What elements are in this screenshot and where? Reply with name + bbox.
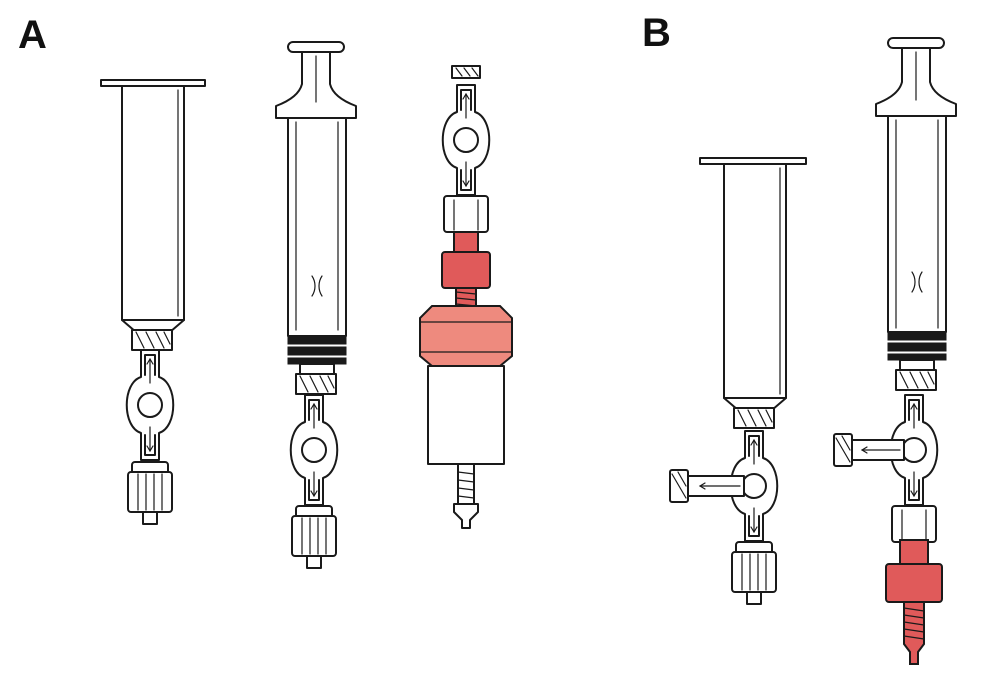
reservoir-barrel	[723, 163, 787, 399]
reservoir-column-b1	[669, 157, 807, 605]
luer-connector	[891, 505, 937, 543]
threaded-collar	[295, 373, 337, 395]
luer-lock-cap	[731, 541, 777, 605]
luer-connector	[443, 195, 489, 233]
threaded-collar	[131, 329, 173, 351]
reservoir-column-a1	[100, 79, 206, 525]
plunger-thumb-rest	[887, 37, 945, 49]
red-adapter	[885, 563, 943, 603]
stopcock-valve	[289, 394, 339, 506]
syringe-barrel	[887, 115, 947, 333]
side-port	[833, 433, 905, 467]
panel-label-a: A	[18, 13, 47, 57]
red-threaded-tip	[903, 601, 925, 665]
luer-lock-cap	[127, 461, 173, 525]
plunger-thumb-rest	[287, 41, 345, 53]
threaded-collar	[733, 407, 775, 429]
filter-column-a3	[419, 65, 513, 529]
reservoir-barrel	[121, 85, 185, 321]
red-adapter	[441, 251, 491, 289]
red-luer-insert	[899, 539, 929, 565]
red-luer-insert	[453, 231, 479, 253]
plunger-seal-band	[887, 331, 947, 341]
plunger-seal-band	[287, 335, 347, 345]
side-port	[669, 469, 745, 503]
syringe-barrel	[287, 117, 347, 337]
luer-lock-cap	[291, 505, 337, 569]
stopcock-valve	[441, 84, 491, 196]
filter-cartridge-body	[427, 365, 505, 465]
filter-cap	[419, 305, 513, 367]
filter-outlet-tip	[453, 503, 479, 529]
syringe-column-b2	[833, 37, 957, 665]
panel-label-b: B	[642, 11, 671, 55]
red-adapter-thread	[455, 287, 477, 307]
stopcock-valve	[125, 349, 175, 461]
threaded-collar	[895, 369, 937, 391]
syringe-column-a2	[275, 41, 357, 569]
